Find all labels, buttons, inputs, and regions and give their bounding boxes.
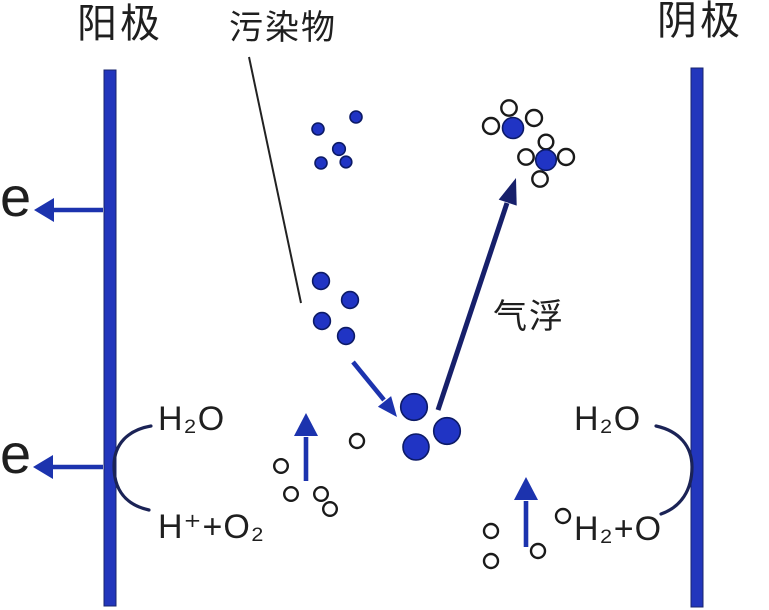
small-pollutant-particles [311, 110, 363, 170]
bubble [554, 507, 572, 525]
cathode-gas-bubbles [482, 507, 572, 570]
floated-floc-bubble-cluster [481, 99, 576, 188]
bubble-rise-arrow-right [514, 477, 538, 547]
anode-products-label: H⁺+O₂ [158, 508, 265, 546]
cathode-reaction-curve [654, 424, 694, 516]
anode-electrode-bar [103, 69, 117, 607]
coagulated-particle [312, 311, 332, 331]
flotation-arrow [435, 178, 517, 411]
bubble [500, 99, 518, 117]
anode-reaction-curve [112, 424, 153, 512]
electron-arrow-bottom [33, 455, 103, 479]
electron-label-bottom: e [0, 422, 32, 485]
large-floc-particles [399, 392, 462, 461]
bubble [529, 542, 547, 560]
bubble [556, 147, 576, 167]
electron-arrow-top [34, 198, 103, 222]
floated-floc-particle [501, 116, 525, 140]
coagulated-particle [336, 326, 356, 346]
pollutant-particle [311, 122, 325, 136]
anode-label: 阳极 [77, 2, 163, 46]
flotation-label: 气浮 [493, 298, 565, 336]
bubble [524, 108, 544, 128]
pollutant-label: 污染物 [229, 9, 337, 47]
bubble [313, 486, 330, 503]
cathode-electrode-bar [690, 67, 704, 608]
bubble [348, 432, 366, 450]
medium-coagulated-particles [311, 271, 360, 346]
bubble [517, 148, 535, 166]
pollutant-particle [331, 141, 347, 157]
coagulation-arrow [351, 360, 397, 417]
cathode-reactant-label: H₂O [574, 400, 642, 438]
bubble [537, 133, 555, 151]
electron-label-top: e [0, 165, 32, 228]
bubble [482, 552, 500, 570]
bubble [481, 116, 501, 136]
anode-reactant-label: H₂O [158, 400, 226, 438]
pollutant-pointer-line [248, 56, 302, 304]
bubble [283, 486, 300, 503]
floc-particle [402, 433, 430, 461]
pollutant-particle [339, 155, 353, 169]
bubble [531, 170, 549, 188]
floc-particle [432, 416, 462, 446]
cathode-label: 阴极 [657, 0, 743, 43]
pollutant-particle [314, 156, 328, 170]
bubble [482, 522, 500, 540]
anode-gas-bubbles [273, 432, 366, 518]
floated-floc-particle [534, 148, 558, 172]
coagulated-particle [340, 290, 360, 310]
pollutant-particle [349, 110, 363, 124]
bubble [273, 458, 290, 475]
cathode-products-label: H₂+O [574, 510, 663, 548]
bubble-rise-arrow-left [294, 413, 318, 481]
bubble [322, 501, 339, 518]
floc-particle [399, 392, 429, 422]
coagulated-particle [311, 271, 331, 291]
